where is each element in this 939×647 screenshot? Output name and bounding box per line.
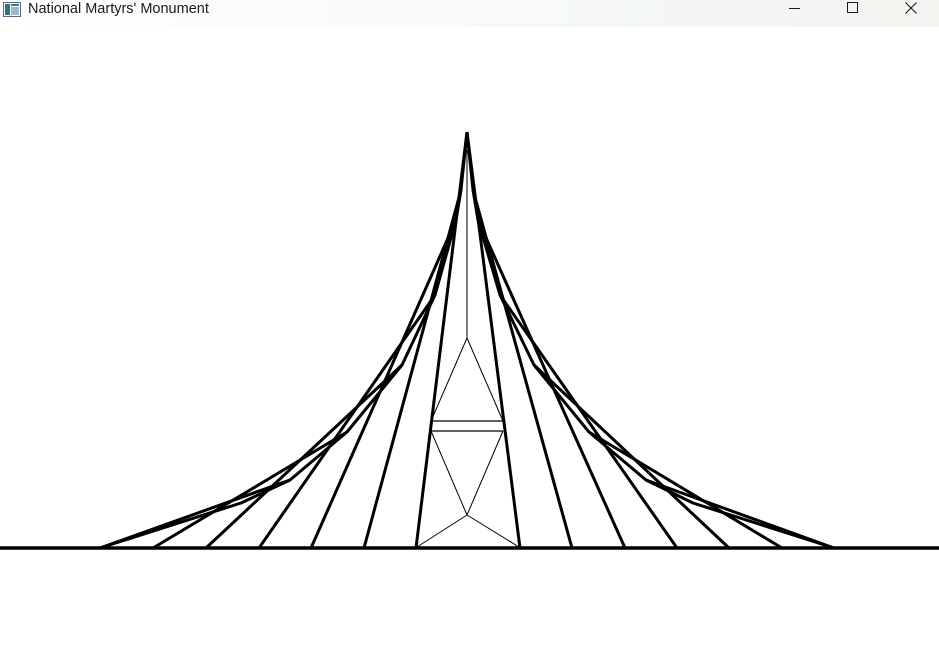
right-rib xyxy=(498,294,679,549)
minimize-button[interactable] xyxy=(772,0,818,19)
left-rib xyxy=(362,189,463,549)
inner-line xyxy=(430,430,468,516)
inner-line xyxy=(466,430,504,516)
window-title: National Martyrs' Monument xyxy=(28,1,209,17)
left-rib xyxy=(257,294,437,549)
close-button[interactable] xyxy=(888,0,934,19)
app-window-icon xyxy=(3,2,21,18)
left-outer-curve xyxy=(99,131,469,550)
title-bar[interactable]: National Martyrs' Monument xyxy=(0,0,939,27)
right-rib xyxy=(471,189,574,549)
minimize-icon xyxy=(789,1,801,19)
inner-line xyxy=(416,514,468,548)
right-outer-curve xyxy=(465,131,835,550)
maximize-button[interactable] xyxy=(830,0,876,19)
left-rib xyxy=(152,430,348,550)
inner-line xyxy=(466,514,520,548)
inner-line xyxy=(466,337,504,422)
right-rib xyxy=(588,430,783,550)
close-icon xyxy=(905,1,917,19)
maximize-icon xyxy=(847,1,859,19)
drawing-canvas xyxy=(0,27,939,647)
inner-line xyxy=(430,337,468,422)
